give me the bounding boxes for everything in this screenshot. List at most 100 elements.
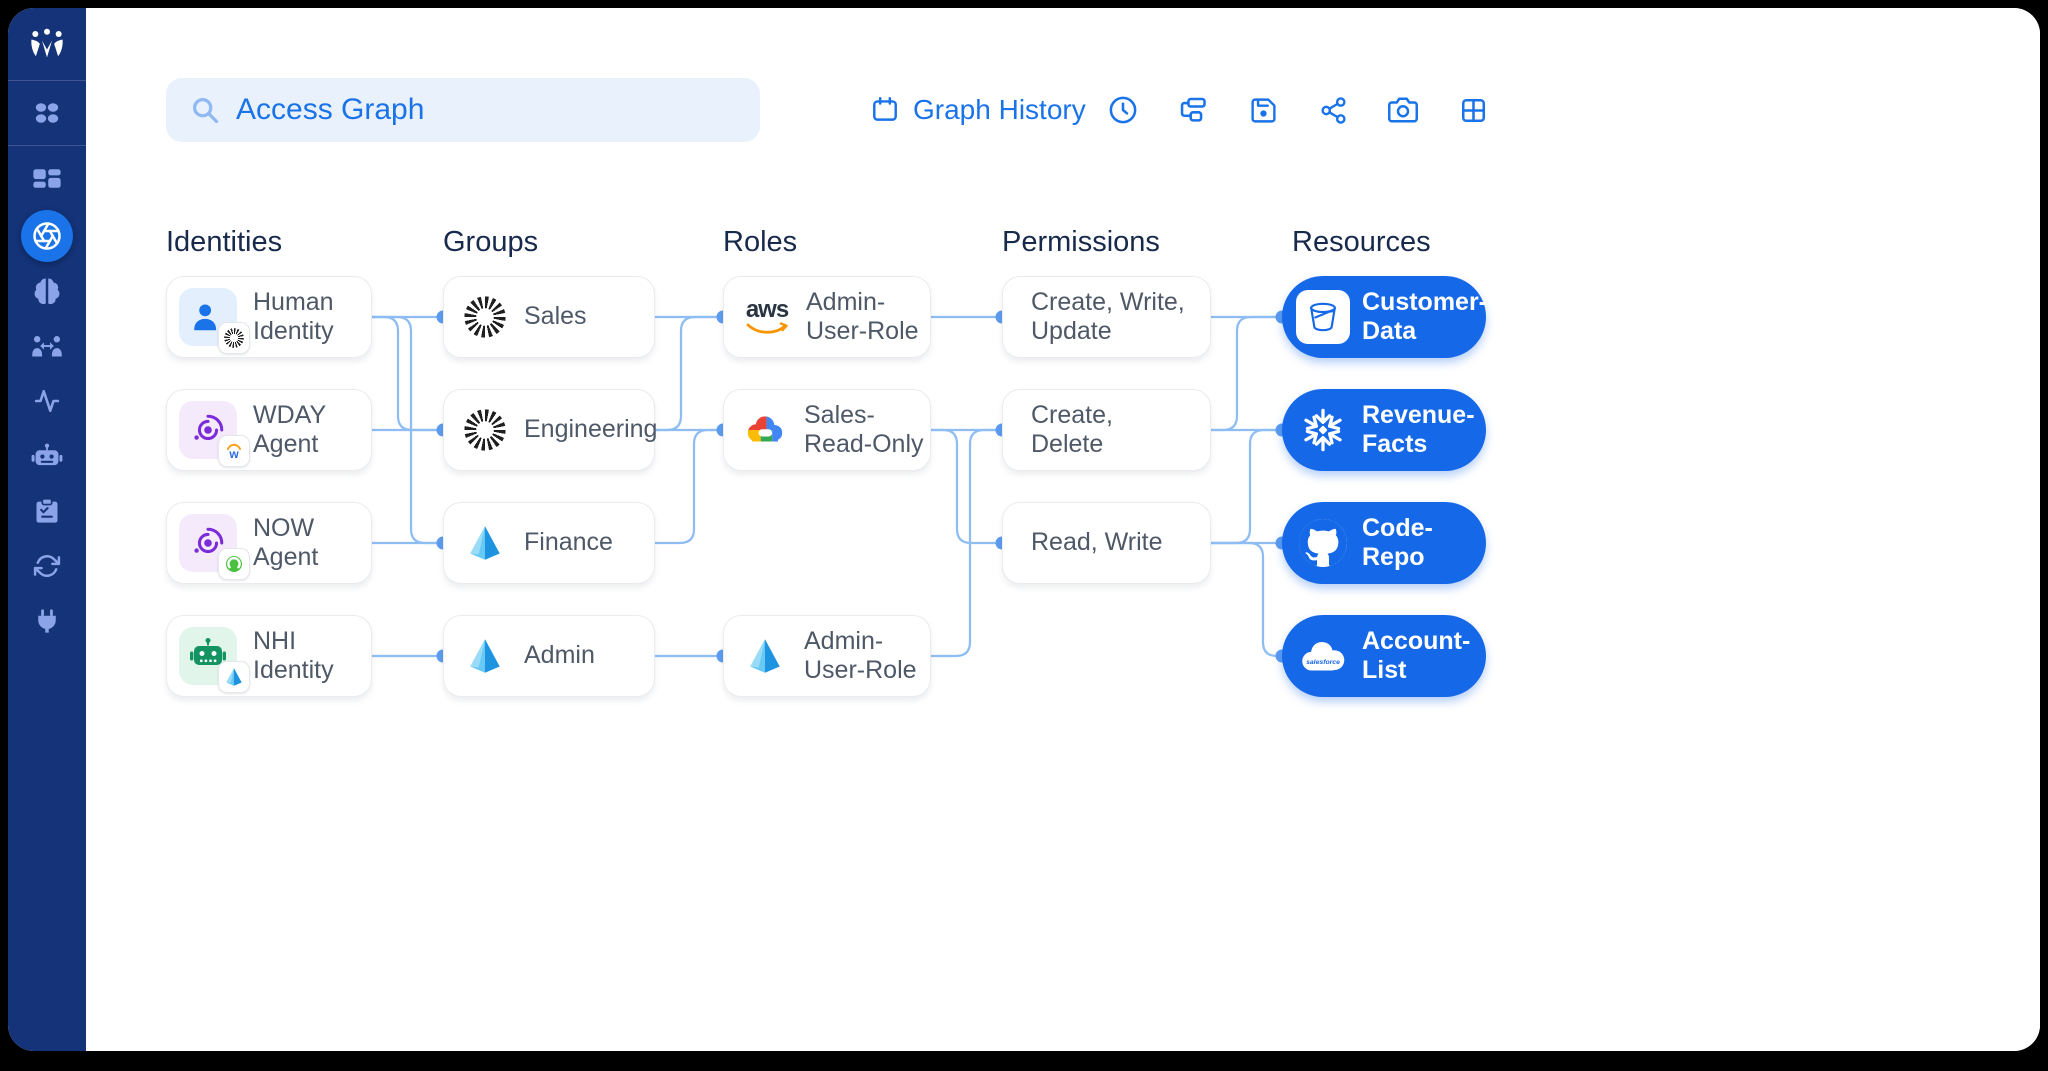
camera-icon — [1388, 97, 1418, 123]
sidebar-item-agents[interactable] — [21, 441, 73, 471]
pyramid-icon — [470, 526, 500, 560]
workday-badge: w — [218, 435, 250, 467]
cycle-arrows-icon — [33, 555, 61, 577]
green-robot-icon — [190, 638, 226, 665]
sidebar-item-sync[interactable] — [21, 551, 73, 581]
node-admin[interactable]: Admin — [443, 615, 655, 697]
node-label: Account- List — [1362, 626, 1471, 685]
grid-icon — [1461, 98, 1485, 122]
node-label: Sales- Read-Only — [804, 400, 924, 459]
user-icon — [194, 304, 217, 331]
graph-history-button[interactable]: Graph History — [870, 78, 1086, 142]
people-arrows-icon — [32, 336, 62, 357]
node-account-list[interactable]: salesforce Account- List — [1282, 615, 1486, 697]
sidebar-item-audit[interactable] — [21, 496, 73, 526]
node-label: Admin — [524, 641, 595, 670]
column-header-identities: Identities — [166, 226, 283, 258]
node-label: Create, Write, Update — [1031, 287, 1185, 346]
graph-history-label: Graph History — [913, 94, 1086, 125]
node-label: Sales — [524, 302, 587, 331]
search-bar[interactable]: Access Graph — [166, 78, 760, 142]
node-code-repo[interactable]: Code- Repo — [1282, 502, 1486, 584]
active-item-highlight — [21, 210, 73, 262]
plug-icon — [38, 609, 56, 633]
pyramid-icon — [226, 668, 242, 686]
clock-icon — [1109, 96, 1137, 124]
ai-agent-icon — [194, 414, 224, 441]
main-content: Access Graph Graph History — [86, 8, 2040, 1051]
screenshot-camera-button[interactable] — [1388, 95, 1418, 125]
okta-badge — [218, 322, 250, 354]
node-perm-create-delete[interactable]: Create, Delete — [1002, 389, 1211, 471]
okta-group-icon — [464, 409, 506, 451]
node-perm-read-write[interactable]: Read, Write — [1002, 502, 1211, 584]
layout-grid-button[interactable] — [1458, 95, 1488, 125]
calendar-icon — [873, 96, 897, 121]
sidebar-item-ai-brain[interactable] — [21, 276, 73, 306]
search-input[interactable]: Access Graph — [236, 93, 425, 126]
clipboard-icon — [36, 497, 58, 523]
now-agent-tile — [179, 514, 250, 580]
node-sales[interactable]: Sales — [443, 276, 655, 358]
column-header-permissions: Permissions — [1002, 226, 1160, 258]
aws-icon: aws — [740, 298, 794, 336]
sidebar-item-dashboard[interactable] — [21, 166, 73, 196]
history-clock-button[interactable] — [1108, 95, 1138, 125]
node-label: NHI Identity — [253, 626, 334, 685]
node-label: Finance — [524, 528, 613, 557]
node-revenue-facts[interactable]: Revenue- Facts — [1282, 389, 1486, 471]
search-icon — [193, 98, 219, 124]
sidebar-item-identity-exchange[interactable] — [21, 331, 73, 361]
sidebar-item-integrations[interactable] — [21, 606, 73, 636]
aperture-icon — [33, 222, 61, 250]
dashboard-icon — [33, 169, 61, 188]
node-human-identity[interactable]: Human Identity — [166, 276, 372, 358]
salesforce-icon: salesforce — [1302, 641, 1345, 671]
node-label: Admin- User-Role — [806, 287, 919, 346]
node-label: Code- Repo — [1362, 513, 1433, 572]
google-cloud-icon — [747, 416, 783, 442]
node-customer-data[interactable]: Customer- Data — [1282, 276, 1488, 358]
node-engineering[interactable]: Engineering — [443, 389, 658, 471]
toolbar — [1108, 78, 1488, 142]
snowflake-icon — [1304, 408, 1342, 452]
node-label: Engineering — [524, 415, 658, 444]
share-button[interactable] — [1318, 95, 1348, 125]
app-logo — [8, 8, 86, 81]
node-label: WDAY Agent — [253, 400, 327, 459]
apps-grid-icon[interactable] — [21, 98, 73, 128]
servicenow-icon — [226, 556, 242, 572]
save-icon — [1250, 97, 1276, 123]
nhi-identity-tile — [179, 627, 250, 693]
hierarchy-view-button[interactable] — [1178, 95, 1208, 125]
servicenow-badge — [218, 548, 250, 580]
share-icon — [1320, 96, 1346, 124]
sidebar — [8, 8, 86, 1051]
save-button[interactable] — [1248, 95, 1278, 125]
wday-agent-tile: w — [179, 401, 250, 467]
node-nhi-identity[interactable]: NHI Identity — [166, 615, 372, 697]
node-finance[interactable]: Finance — [443, 502, 655, 584]
node-now-agent[interactable]: NOW Agent — [166, 502, 372, 584]
node-admin-user-role[interactable]: Admin- User-Role — [723, 615, 931, 697]
s3-bucket-icon — [1296, 290, 1350, 344]
okta-icon — [224, 328, 244, 348]
node-label: Customer- Data — [1362, 287, 1488, 346]
github-icon — [1299, 519, 1347, 567]
node-label: Admin- User-Role — [804, 626, 917, 685]
node-label: Revenue- Facts — [1362, 400, 1475, 459]
node-perm-create-write-update[interactable]: Create, Write, Update — [1002, 276, 1211, 358]
node-sales-read-only[interactable]: Sales- Read-Only — [723, 389, 931, 471]
brain-icon — [34, 278, 60, 305]
sidebar-item-activity[interactable] — [21, 386, 73, 416]
pyramid-icon — [750, 639, 780, 673]
node-wday-agent[interactable]: w WDAY Agent — [166, 389, 372, 471]
sidebar-item-access-graph[interactable] — [21, 210, 73, 262]
ai-agent-icon — [194, 527, 224, 554]
column-header-groups: Groups — [443, 226, 539, 258]
node-aws-admin-user-role[interactable]: aws Admin- User-Role — [723, 276, 931, 358]
node-label: Create, Delete — [1031, 400, 1113, 459]
svg-text:salesforce: salesforce — [1306, 659, 1340, 666]
node-label: Human Identity — [253, 287, 334, 346]
robot-icon — [31, 443, 63, 466]
